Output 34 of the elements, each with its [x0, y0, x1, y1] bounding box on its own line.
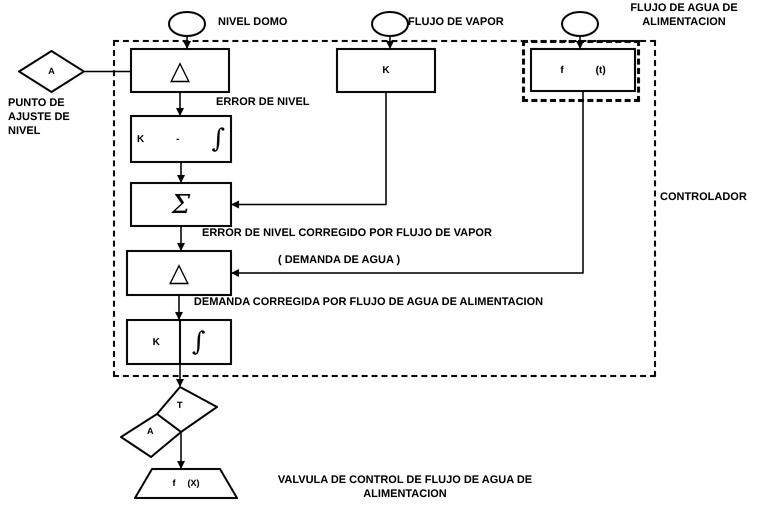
group-heading: CONTROLADOR	[660, 190, 747, 205]
node-caption: FLUJO DE VAPOR	[408, 16, 504, 30]
arrow	[231, 93, 387, 208]
node-label: A	[48, 64, 55, 78]
node-caption: FLUJO DE AGUA DE ALIMENTACION	[629, 2, 739, 30]
node-label: Σ	[170, 192, 192, 218]
node-label: f	[172, 476, 176, 490]
node-caption: NIVEL DOMO	[218, 16, 288, 30]
node-caption: PUNTO DE AJUSTE DE NIVEL	[8, 97, 71, 138]
arrow	[176, 365, 184, 387]
arrow	[576, 37, 584, 49]
node-label: △	[168, 260, 190, 286]
node-label: ∫	[210, 126, 226, 152]
arrow	[177, 227, 185, 251]
node-label: A	[147, 425, 154, 438]
arrow	[177, 431, 185, 469]
arrow	[176, 93, 184, 116]
edge-label: ( DEMANDA DE AGUA )	[278, 254, 400, 268]
node-label: K	[381, 64, 391, 78]
node-label: K	[152, 336, 161, 350]
node-label: (t)	[594, 64, 607, 78]
node-label: K	[136, 132, 146, 146]
node-caption: VALVULA DE CONTROL DE FLUJO DE AGUA DE ALIMENTACION	[276, 474, 534, 502]
node-label: (X)	[188, 476, 200, 490]
node-label: △	[169, 58, 191, 84]
node-label: T	[177, 399, 182, 412]
node-label: f	[559, 64, 565, 78]
arrow	[183, 37, 191, 49]
arrow	[386, 37, 394, 49]
node-label: -	[175, 132, 181, 146]
arrow	[175, 296, 183, 320]
arrow	[177, 163, 185, 183]
arrow	[231, 92, 584, 277]
node-label: ∫	[190, 329, 206, 355]
